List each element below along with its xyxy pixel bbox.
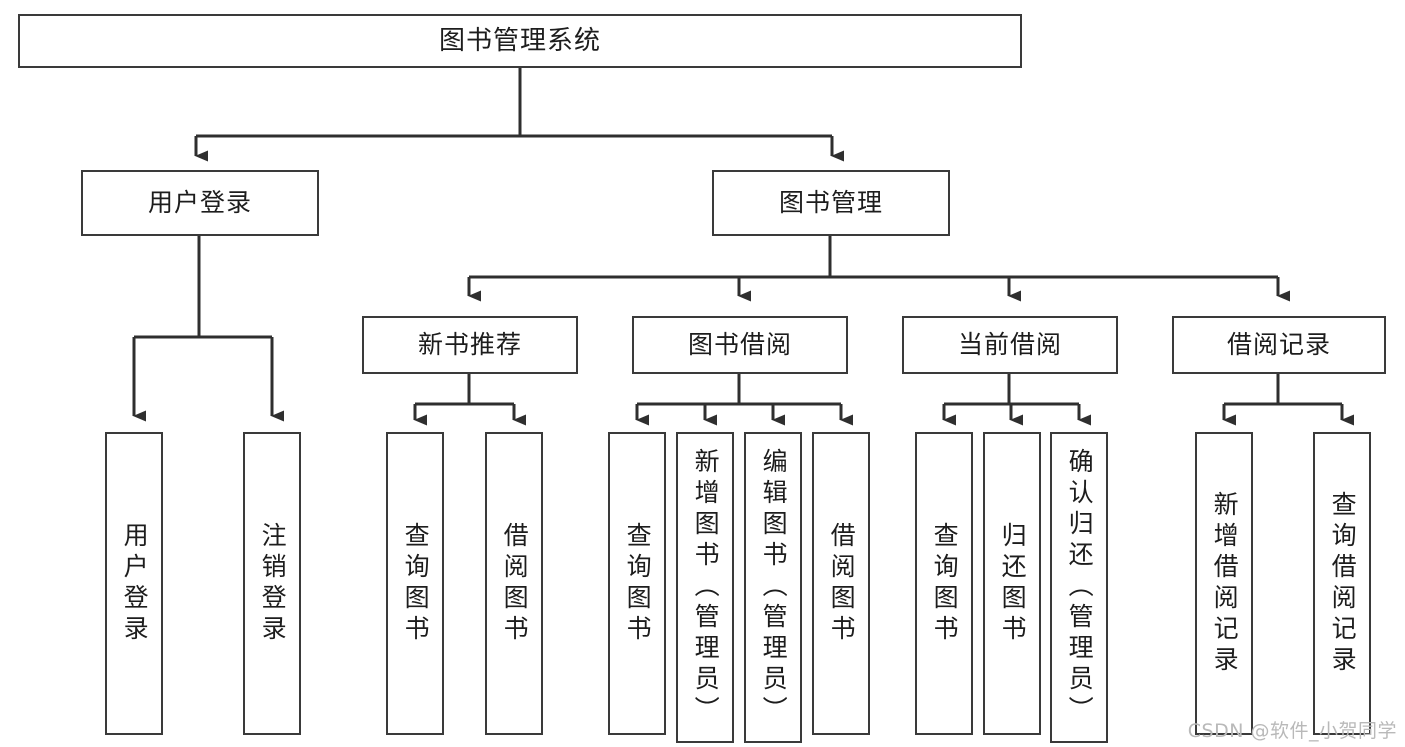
leaf-current-confirm-return-admin[interactable]: 确认归还（管理员） (1050, 432, 1108, 743)
node-user-login[interactable]: 用户登录 (81, 170, 319, 236)
leaf-newbook-query-book[interactable]: 查询图书 (386, 432, 444, 735)
node-book-management[interactable]: 图书管理 (712, 170, 950, 236)
leaf-current-return-book[interactable]: 归还图书 (983, 432, 1041, 735)
leaf-borrow-edit-book-admin[interactable]: 编辑图书（管理员） (744, 432, 802, 743)
leaf-borrow-borrow-book[interactable]: 借阅图书 (812, 432, 870, 735)
node-current-borrow[interactable]: 当前借阅 (902, 316, 1118, 374)
leaf-record-query-record[interactable]: 查询借阅记录 (1313, 432, 1371, 735)
leaf-borrow-query-book[interactable]: 查询图书 (608, 432, 666, 735)
leaf-newbook-borrow-book[interactable]: 借阅图书 (485, 432, 543, 735)
leaf-current-query-book[interactable]: 查询图书 (915, 432, 973, 735)
node-book-borrow[interactable]: 图书借阅 (632, 316, 848, 374)
node-root[interactable]: 图书管理系统 (18, 14, 1022, 68)
leaf-borrow-add-book-admin[interactable]: 新增图书（管理员） (676, 432, 734, 743)
leaf-record-add-record[interactable]: 新增借阅记录 (1195, 432, 1253, 735)
node-new-book-recommend[interactable]: 新书推荐 (362, 316, 578, 374)
leaf-user-logout[interactable]: 注销登录 (243, 432, 301, 735)
leaf-user-login[interactable]: 用户登录 (105, 432, 163, 735)
node-borrow-record[interactable]: 借阅记录 (1172, 316, 1386, 374)
